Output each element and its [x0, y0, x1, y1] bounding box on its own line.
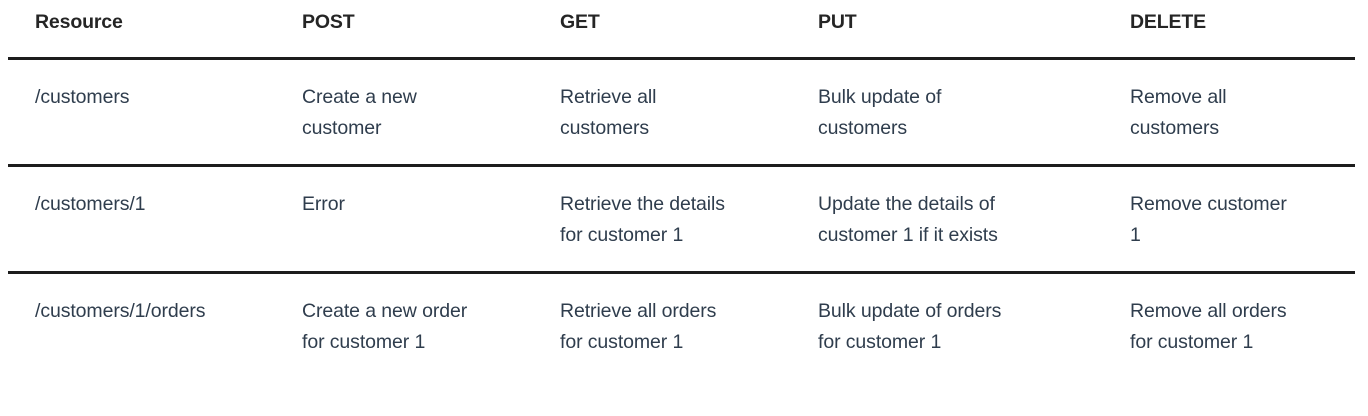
cell-text: Bulk update of orders [818, 300, 1002, 322]
cell-resource: /customers/1/orders [8, 273, 275, 379]
cell-get: Retrieve the details for customer 1 [533, 165, 791, 274]
cell-delete: Remove customer 1 [1103, 165, 1355, 274]
cell-text: for customer 1 [818, 331, 942, 353]
cell-text: Retrieve all [560, 86, 657, 108]
cell-text: for customer 1 [302, 331, 426, 353]
cell-put: Bulk update of orders for customer 1 [791, 273, 1103, 379]
table-row: /customers/1 Error Retrieve the details … [8, 165, 1355, 274]
cell-text: Remove customer [1130, 193, 1287, 215]
cell-text: Retrieve all orders [560, 300, 717, 322]
cell-get: Retrieve all orders for customer 1 [533, 273, 791, 379]
column-header-delete: DELETE [1103, 0, 1355, 60]
cell-resource: /customers [8, 58, 275, 167]
cell-text: for customer 1 [560, 224, 684, 246]
column-header-put: PUT [791, 0, 1103, 60]
cell-post: Create a new order for customer 1 [275, 273, 533, 379]
cell-text: /customers [35, 86, 130, 108]
cell-text: 1 [1130, 224, 1141, 246]
cell-text: customers [818, 117, 908, 139]
cell-text: customers [1130, 117, 1220, 139]
cell-text: Create a new order [302, 300, 468, 322]
api-methods-table: Resource POST GET PUT DELETE /customers … [8, 0, 1355, 378]
cell-resource: /customers/1 [8, 165, 275, 274]
cell-text: customers [560, 117, 650, 139]
table-header: Resource POST GET PUT DELETE [8, 0, 1355, 60]
cell-text: Remove all orders [1130, 300, 1287, 322]
cell-post: Error [275, 165, 533, 274]
column-header-get: GET [533, 0, 791, 60]
cell-delete: Remove all orders for customer 1 [1103, 273, 1355, 379]
table-header-row: Resource POST GET PUT DELETE [8, 0, 1355, 60]
cell-text: for customer 1 [560, 331, 684, 353]
cell-put: Bulk update of customers [791, 58, 1103, 167]
cell-text: Bulk update of [818, 86, 942, 108]
cell-text: /customers/1 [35, 193, 146, 215]
column-header-resource: Resource [8, 0, 275, 60]
cell-text: Remove all [1130, 86, 1227, 108]
table-body: /customers Create a new customer Retriev… [8, 58, 1355, 379]
cell-put: Update the details of customer 1 if it e… [791, 165, 1103, 274]
cell-text: Update the details of [818, 193, 995, 215]
cell-delete: Remove all customers [1103, 58, 1355, 167]
cell-text: Error [302, 193, 345, 215]
cell-text: for customer 1 [1130, 331, 1254, 353]
cell-post: Create a new customer [275, 58, 533, 167]
table-row: /customers/1/orders Create a new order f… [8, 273, 1355, 379]
cell-get: Retrieve all customers [533, 58, 791, 167]
table-row: /customers Create a new customer Retriev… [8, 58, 1355, 167]
cell-text: /customers/1/orders [35, 300, 206, 322]
cell-text: Create a new [302, 86, 417, 108]
cell-text: customer 1 if it exists [818, 224, 998, 246]
cell-text: customer [302, 117, 382, 139]
cell-text: Retrieve the details [560, 193, 725, 215]
column-header-post: POST [275, 0, 533, 60]
